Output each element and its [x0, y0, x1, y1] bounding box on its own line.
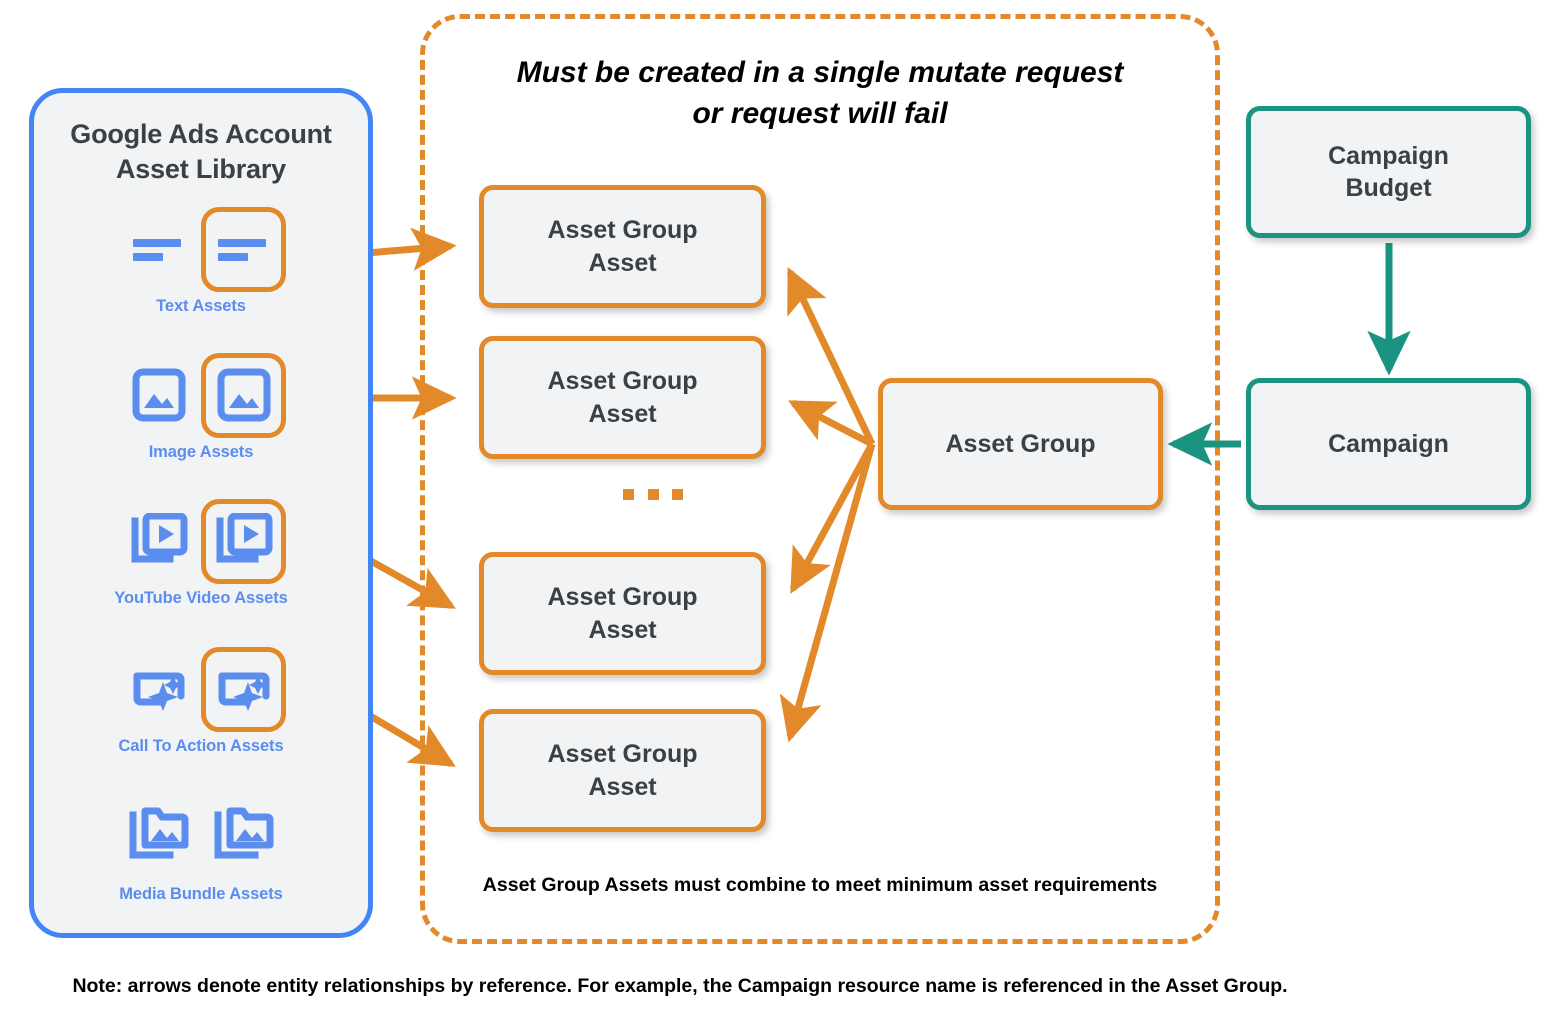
asset-label-video: YouTube Video Assets	[114, 589, 288, 607]
video-stack-icon-selected[interactable]	[201, 498, 286, 584]
mutate-note-line2: or request will fail	[692, 97, 948, 131]
aga-3-line1: Asset Group	[547, 583, 698, 611]
asset-group-asset-node-4[interactable]: Asset Group Asset	[479, 709, 766, 832]
combine-requirements-note: Asset Group Assets must combine to meet …	[482, 874, 1158, 896]
ellipsis-dot-3	[672, 489, 683, 500]
asset-group-asset-node-3[interactable]: Asset Group Asset	[479, 552, 766, 675]
asset-label-text: Text Assets	[156, 297, 246, 315]
asset-library-panel: Google Ads Account Asset Library	[29, 88, 373, 938]
asset-group-asset-node-2[interactable]: Asset Group Asset	[479, 336, 766, 459]
text-lines-icon	[116, 207, 201, 292]
asset-icon-pair-media-bundle	[34, 787, 368, 883]
asset-row-video[interactable]: YouTube Video Assets	[34, 495, 368, 608]
aga-4-line1: Asset Group	[547, 740, 698, 768]
campaign-budget-line2: Budget	[1345, 174, 1432, 202]
aga-2-line2: Asset	[588, 399, 657, 428]
asset-label-image: Image Assets	[148, 443, 254, 461]
image-icon-selected[interactable]	[201, 352, 286, 438]
asset-icon-pair-text	[34, 203, 368, 295]
asset-icon-pair-cta	[34, 643, 368, 735]
ellipsis-indicator	[623, 489, 683, 500]
aga-1-line2: Asset	[588, 248, 657, 277]
campaign-budget-node[interactable]: Campaign Budget	[1246, 106, 1531, 238]
aga-4-line2: Asset	[588, 772, 657, 801]
aga-3-line2: Asset	[588, 615, 657, 644]
asset-group-node[interactable]: Asset Group	[878, 378, 1163, 510]
asset-icon-pair-video	[34, 495, 368, 587]
media-bundle-folder-icon	[116, 793, 201, 878]
video-stack-icon	[116, 499, 201, 584]
mutate-request-container	[420, 14, 1220, 944]
mutate-request-note: Must be created in a single mutate reque…	[440, 52, 1200, 135]
aga-2-line1: Asset Group	[547, 367, 698, 395]
call-to-action-sparkle-icon	[116, 647, 201, 732]
asset-row-text[interactable]: Text Assets	[34, 203, 368, 316]
asset-label-cta: Call To Action Assets	[118, 737, 284, 755]
mutate-note-line1: Must be created in a single mutate reque…	[516, 56, 1124, 89]
asset-library-title-line1: Google Ads Account	[70, 119, 332, 149]
campaign-node[interactable]: Campaign	[1246, 378, 1531, 510]
campaign-budget-line1: Campaign	[1328, 141, 1449, 170]
asset-icon-pair-image	[34, 349, 368, 441]
asset-group-asset-node-1[interactable]: Asset Group Asset	[479, 185, 766, 308]
ellipsis-dot-2	[647, 489, 659, 500]
diagram-footnote: Note: arrows denote entity relationships…	[72, 975, 1288, 997]
asset-label-media-bundle: Media Bundle Assets	[119, 885, 283, 903]
asset-row-media-bundle[interactable]: Media Bundle Assets	[34, 787, 368, 904]
asset-library-title: Google Ads Account Asset Library	[34, 117, 368, 186]
ellipsis-dot-1	[623, 489, 634, 500]
media-bundle-folder-icon-second	[201, 793, 286, 878]
aga-1-line1: Asset Group	[547, 216, 698, 244]
call-to-action-sparkle-icon-selected[interactable]	[201, 646, 286, 732]
asset-row-cta[interactable]: Call To Action Assets	[34, 643, 368, 756]
text-lines-icon-selected[interactable]	[201, 206, 286, 292]
asset-library-title-line2: Asset Library	[116, 153, 286, 184]
image-icon	[116, 353, 201, 438]
asset-row-image[interactable]: Image Assets	[34, 349, 368, 462]
